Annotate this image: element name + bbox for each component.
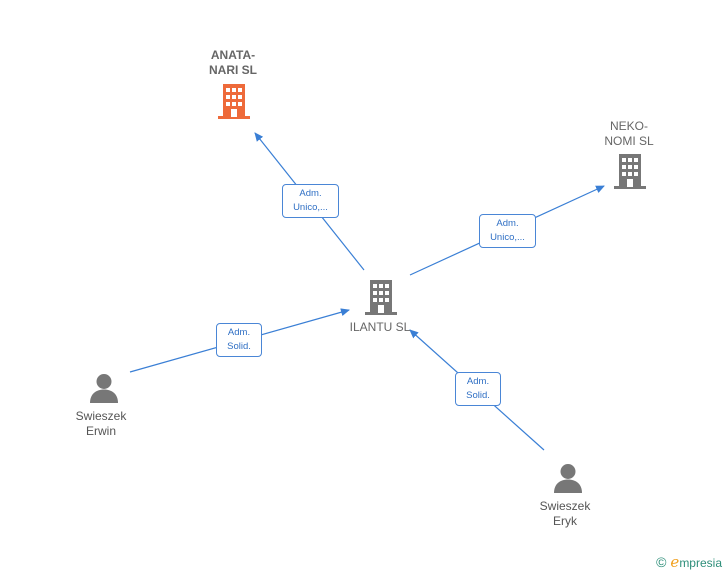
- edge-label-line: Adm.: [227, 327, 251, 338]
- node-label-eryk[interactable]: Swieszek Eryk: [539, 499, 591, 528]
- brand-initial: e: [670, 553, 680, 571]
- edge-label-line: Adm.: [496, 218, 519, 229]
- edge-label-line: Solid.: [227, 341, 251, 352]
- brand-name: mpresia: [679, 556, 722, 570]
- edge-label-line: Solid.: [466, 390, 490, 401]
- building-icon[interactable]: [365, 280, 397, 315]
- copyright-symbol: ©: [656, 554, 667, 570]
- person-icon[interactable]: [88, 373, 120, 403]
- node-label-nekonomi[interactable]: NEKO- NOMI SL: [604, 119, 654, 148]
- node-label-anatanari[interactable]: ANATA- NARI SL: [209, 48, 257, 77]
- person-icon[interactable]: [552, 463, 584, 493]
- edge-label-ilantu-nekonomi[interactable]: Adm. Unico,...: [479, 214, 536, 248]
- edge-label-line: Adm.: [466, 376, 490, 387]
- node-label-ilantu[interactable]: ILANTU SL: [349, 320, 411, 334]
- edge-label-eryk-ilantu[interactable]: Adm. Solid.: [455, 372, 501, 406]
- edge-label-line: Unico,...: [490, 232, 525, 243]
- brand-watermark: ©empresia: [656, 553, 722, 571]
- edge-label-erwin-ilantu[interactable]: Adm. Solid.: [216, 323, 262, 357]
- edge-label-ilantu-anatanari[interactable]: Adm. Unico,...: [282, 184, 339, 218]
- edge-label-line: Adm.: [299, 188, 322, 199]
- building-icon[interactable]: [218, 84, 250, 119]
- edge-label-line: Unico,...: [293, 202, 328, 213]
- building-icon[interactable]: [614, 154, 646, 189]
- node-label-erwin[interactable]: Swieszek Erwin: [75, 409, 127, 438]
